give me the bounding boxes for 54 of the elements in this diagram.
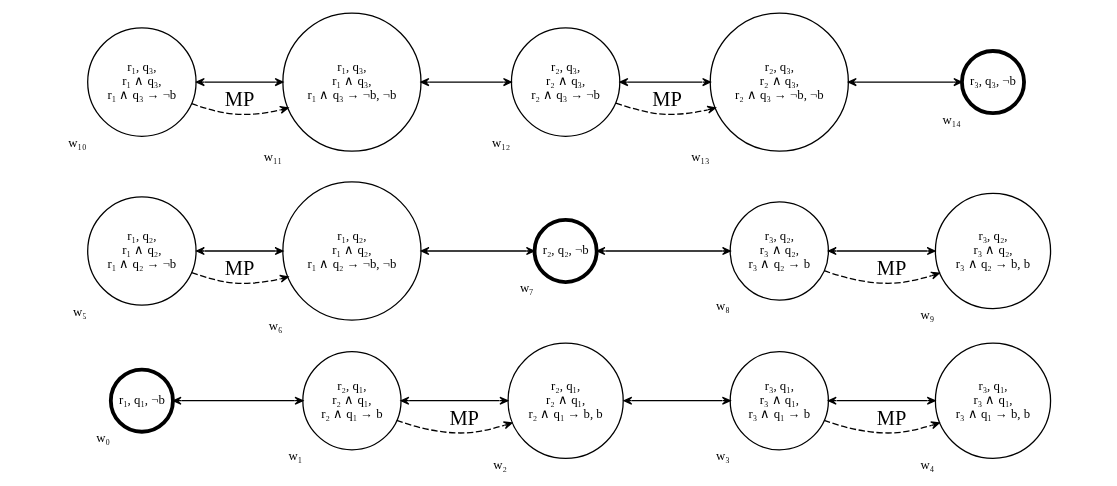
arrow: [614, 102, 716, 115]
edge-label: MP: [876, 257, 906, 280]
arrow: [400, 396, 508, 405]
arrow: [823, 270, 940, 284]
node-circle: r₁, q₃, r₁ ∧ q₃, r₁ ∧ q₃ → ¬b, ¬b: [281, 12, 422, 152]
node-label: w₀: [95, 431, 110, 446]
arrow: [190, 103, 289, 116]
node-circle: r₂, q₂, ¬b: [532, 218, 599, 284]
arrow: [172, 396, 303, 405]
arrow: [420, 246, 535, 256]
node-label: w₅: [72, 304, 87, 319]
arrow: [823, 419, 940, 434]
node-label: w₉: [920, 308, 934, 323]
node-circle: r₂, q₁, r₂ ∧ q₁, r₂ ∧ q₁ → b: [301, 350, 402, 451]
node-circle: r₁, q₂, r₁ ∧ q₂, r₁ ∧ q₂ → ¬b, ¬b: [281, 181, 422, 321]
node-circle: r₁, q₃, r₁ ∧ q₃, r₁ ∧ q₃ → ¬b: [86, 27, 197, 137]
node-label: w₇: [519, 281, 534, 296]
node-label: w₁₁: [263, 150, 282, 165]
node-circle: r₃, q₂, r₃ ∧ q₂, r₃ ∧ q₂ → b, b: [934, 192, 1051, 310]
edge-label: MP: [224, 88, 254, 111]
node-label: w₄: [920, 457, 934, 472]
node-circle: r₃, q₂, r₃ ∧ q₂, r₃ ∧ q₂ → b: [729, 201, 829, 301]
node-circle: r₃, q₃, ¬b: [959, 49, 1026, 116]
node-label: w₂: [492, 457, 507, 472]
node-circle: r₃, q₁, r₃ ∧ q₁, r₃ ∧ q₁ → b, b: [934, 342, 1051, 459]
node-circle: r₂, q₃, r₂ ∧ q₃, r₂ ∧ q₃ → ¬b: [510, 27, 620, 137]
node-circle: r₂, q₁, r₂ ∧ q₁, r₂ ∧ q₁ → b, b: [506, 342, 624, 459]
node-label: w₁₄: [941, 112, 961, 127]
arrow: [395, 419, 512, 434]
node-circle: r₁, q₁, ¬b: [108, 367, 175, 434]
node-label: w₁₂: [491, 135, 510, 150]
arrow: [847, 78, 962, 87]
node-label: w₈: [715, 299, 730, 314]
node-label: w₁: [288, 448, 302, 463]
arrow: [622, 396, 731, 405]
node-circle: r₃, q₁, r₃ ∧ q₁, r₃ ∧ q₁ → b: [729, 350, 829, 451]
arrow: [596, 246, 731, 256]
edge-label: MP: [448, 406, 479, 429]
node-circle: r₂, q₃, r₂ ∧ q₃, r₂ ∧ q₃ → ¬b, ¬b: [709, 12, 849, 152]
arrow: [195, 78, 283, 87]
node-label: w₁₃: [690, 150, 709, 165]
node-label: w₁₀: [67, 135, 86, 150]
edge-label: MP: [876, 406, 906, 429]
arrow: [190, 271, 289, 284]
edge-label: MP: [651, 88, 682, 111]
arrow: [619, 78, 711, 87]
node-label: w₃: [715, 448, 730, 463]
arrow: [827, 396, 936, 405]
node-label: w₆: [268, 318, 282, 333]
arrow: [195, 246, 283, 256]
arrow: [420, 78, 512, 87]
edge-label: MP: [224, 257, 254, 280]
node-circle: r₁, q₂, r₁ ∧ q₂, r₁ ∧ q₂ → ¬b: [86, 196, 197, 306]
arrow: [827, 246, 936, 256]
